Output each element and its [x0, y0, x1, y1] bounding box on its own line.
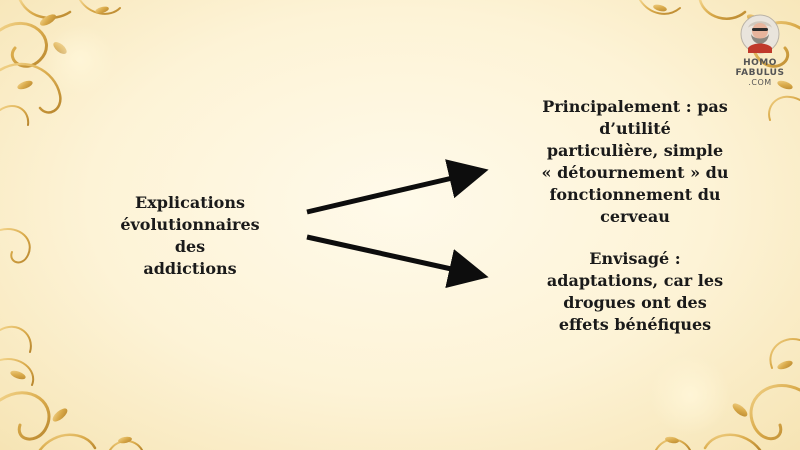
logo-line-2: FABULUS	[735, 68, 785, 78]
flourish-top-right	[639, 0, 800, 121]
flourish-top-left	[0, 0, 121, 126]
arrow-up	[306, 159, 489, 215]
logo-line-1: HOMO	[743, 58, 777, 68]
logo-wordmark: HOMO FABULUS .COM	[728, 58, 792, 88]
homofabulus-logo: HOMO FABULUS .COM	[728, 14, 792, 94]
target-explanation-main: Principalement : pas d’utilité particuli…	[541, 97, 729, 226]
source-concept-text: Explications évolutionnaires des addicti…	[120, 193, 260, 278]
logo-line-3: .COM	[748, 78, 772, 87]
flourish-bottom-left-leaves	[10, 370, 132, 444]
flourish-left-middle	[0, 228, 32, 353]
bearded-man-avatar-icon	[740, 14, 780, 54]
arrow-down	[306, 234, 489, 289]
flourish-bottom-right-leaves	[665, 360, 793, 444]
target-explanation-considered: Envisagé : adaptations, car les drogues …	[546, 249, 724, 334]
